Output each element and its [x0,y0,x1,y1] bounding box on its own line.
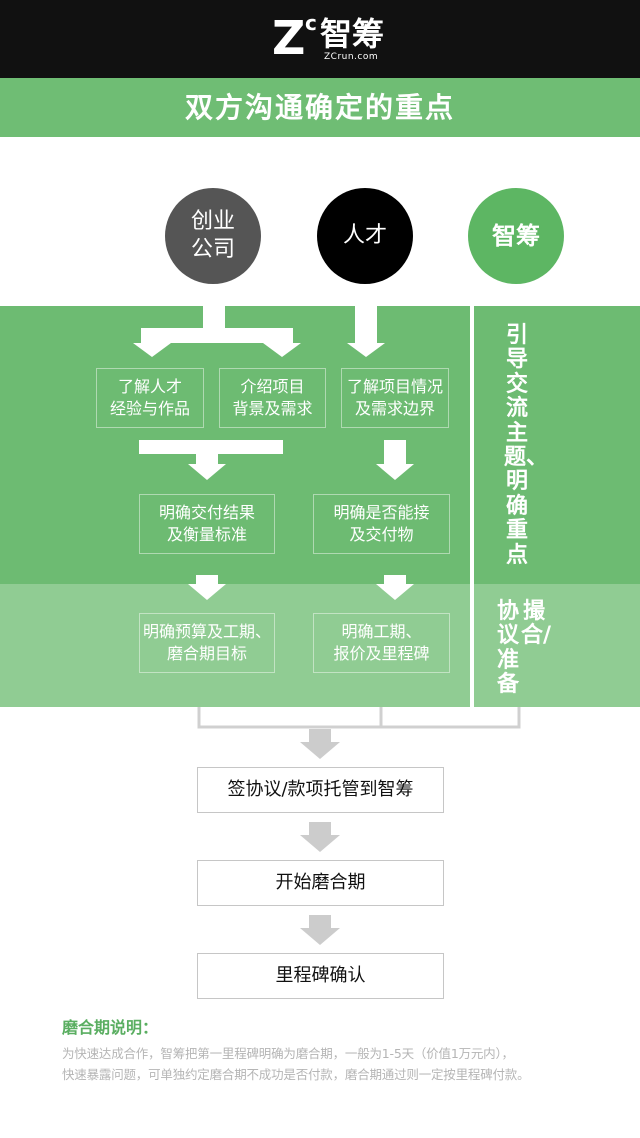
box-line: 背景及需求 [232,399,313,418]
step-arrow-2 [300,822,340,852]
startup-label-line2: 公司 [190,237,235,262]
box-line: 及衡量标准 [166,525,247,544]
step-sign-agreement: 签协议/款项托管到智筹 [197,767,444,813]
merge-arrow [139,440,283,480]
startup-split-arrow [133,306,301,357]
note-title: 磨合期说明： [62,1018,159,1037]
box-line: 了解人才 [117,377,182,396]
box-line: 及需求边界 [354,399,435,418]
logo-letter: Z [272,11,306,65]
flow-arrows [133,306,521,945]
step-milestone-confirm: 里程碑确认 [197,953,444,999]
note-line-2: 快速暴露问题，可单独约定磨合期不成功是否付款，磨合期通过则一定按里程碑付款。 [62,1067,530,1082]
box-line: 明确预算及工期、 [142,622,271,641]
trial-period-note: 磨合期说明： 为快速达成合作，智筹把第一里程碑明确为磨合期，一般为1-5天（价值… [62,1017,622,1085]
talent-second-arrow [376,440,414,480]
box-line: 报价及里程碑 [333,644,430,663]
agreement-label: 协议准备 [496,599,519,698]
box-capability: 明确是否能接 及交付物 [313,494,450,554]
step-start-trial: 开始磨合期 [197,860,444,906]
step-arrow-1 [300,729,340,759]
box-line: 明确工期、 [341,622,422,641]
box-line: 了解项目情况 [346,377,443,396]
talent-down-arrow [347,306,385,357]
box-introduce-project: 介绍项目 背景及需求 [219,368,326,428]
zcrun-logo: Z c 智筹 ZCrun.com [272,10,392,68]
talent-lower-arrow [376,575,414,600]
note-line-1: 为快速达成合作，智筹把第一里程碑明确为磨合期，一般为1-5天（价值1万元内）， [62,1046,514,1061]
page-title: 双方沟通确定的重点 [0,78,640,137]
box-line: 磨合期目标 [166,644,247,663]
logo-url: ZCrun.com [324,52,379,62]
startup-circle: 创业 公司 [165,188,261,284]
platform-label: 智筹 [492,222,540,250]
talent-label: 人才 [342,223,387,248]
box-line: 经验与作品 [109,399,190,418]
box-line: 明确交付结果 [158,503,255,522]
box-understand-project: 了解项目情况 及需求边界 [341,368,449,428]
match-label: 撮合/ [521,599,552,649]
logo-name: 智筹 [320,15,385,53]
startup-label-line1: 创业 [190,209,235,234]
box-line: 及交付物 [349,525,414,544]
box-understand-talent: 了解人才 经验与作品 [96,368,204,428]
startup-lower-arrow [188,575,226,600]
merge-bracket [197,707,521,729]
box-line: 介绍项目 [240,377,305,396]
box-budget-timeline: 明确预算及工期、 磨合期目标 [139,613,275,673]
platform-circle: 智筹 [468,188,564,284]
box-deliverable-standard: 明确交付结果 及衡量标准 [139,494,275,554]
step-arrow-3 [300,915,340,945]
guide-label: 引导交流主题、明确重点 [504,323,549,568]
side-panel-lower [474,584,640,707]
header-bar: Z c 智筹 ZCrun.com [0,0,640,78]
side-panel-upper [474,306,640,584]
logo-superscript: c [305,11,317,35]
talent-circle: 人才 [317,188,413,284]
process-panel-lower [0,584,470,707]
box-line: 明确是否能接 [333,503,430,522]
box-quote-milestones: 明确工期、 报价及里程碑 [313,613,450,673]
